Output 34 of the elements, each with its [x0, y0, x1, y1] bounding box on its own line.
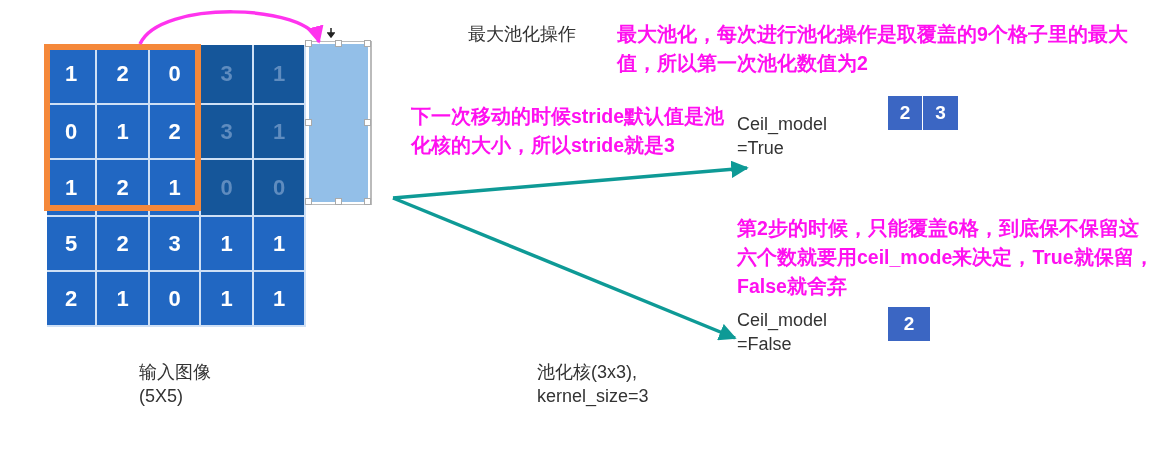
grid-cell: 2 — [47, 272, 97, 327]
moved-pooling-window — [307, 42, 370, 204]
grid-cell: 1 — [201, 272, 254, 327]
grid-cell: 3 — [201, 105, 254, 160]
option-label: Ceil_model =True — [737, 112, 847, 164]
grid-cell: 1 — [254, 45, 306, 105]
grid-cell: 0 — [150, 272, 201, 327]
grid-cell: 1 — [97, 105, 150, 160]
arrow — [138, 10, 321, 46]
grid-cell: 1 — [201, 217, 254, 272]
arrow — [392, 160, 749, 200]
grid-cell: 1 — [254, 272, 306, 327]
output-cell: 3 — [923, 96, 958, 130]
annotation-note: 最大池化，每次进行池化操作是取覆盖的9个格子里的最大值，所以第一次池化数值为2 — [617, 22, 1129, 76]
arrow — [392, 196, 737, 341]
grid-cell: 0 — [47, 105, 97, 160]
pooling-window — [44, 44, 201, 211]
annotation-note: 下一次移动的时候stride默认值是池化核的大小，所以stride就是3 — [411, 104, 726, 158]
output-cell: 2 — [888, 307, 930, 341]
grid-cell: 0 — [254, 160, 306, 217]
grid-cell: 5 — [47, 217, 97, 272]
grid-cell: 0 — [201, 160, 254, 217]
caption: 池化核(3x3), kernel_size=3 — [537, 361, 650, 408]
grid-cell: 3 — [201, 45, 254, 105]
annotation-note: 第2步的时候，只能覆盖6格，到底保不保留这六个数就要用ceil_mode来决定，True就保留，False就舍弃 — [737, 216, 1155, 299]
heading: 最大池化操作 — [468, 23, 577, 46]
output-cell: 2 — [888, 96, 922, 130]
grid-cell: 1 — [254, 105, 306, 160]
grid-cell: 1 — [254, 217, 306, 272]
grid-cell: 1 — [97, 272, 150, 327]
caption: 输入图像 (5X5) — [139, 361, 212, 408]
grid-cell: 3 — [150, 217, 201, 272]
option-label: Ceil_model =False — [737, 308, 847, 360]
grid-cell: 2 — [97, 217, 150, 272]
